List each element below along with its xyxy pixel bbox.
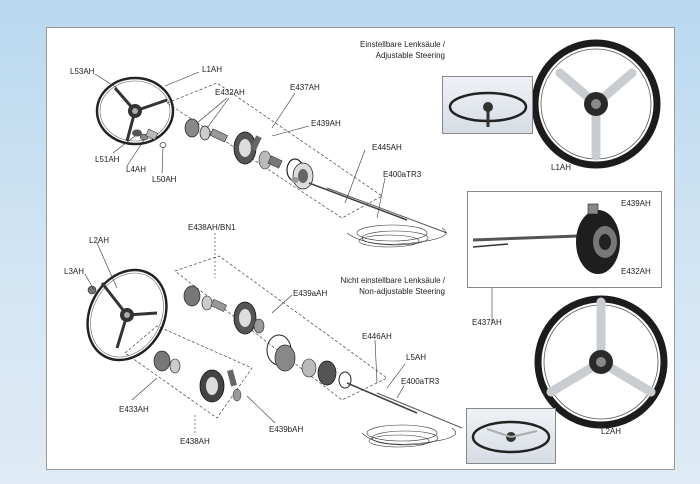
label-e446ah: E446AH — [362, 332, 392, 341]
photo-adjustable-steering — [442, 76, 533, 134]
header-adjustable-de: Einstellbare Lenksäule / — [360, 40, 445, 49]
photo-wheel-l1ah — [531, 39, 661, 169]
bottom-steering-wheel — [86, 268, 168, 362]
top-wiring-loom — [346, 224, 447, 248]
label-l2ah-left: L2AH — [89, 236, 110, 245]
adjustable-group-outline — [166, 82, 383, 219]
label-l50ah: L50AH — [152, 175, 177, 184]
top-steering-wheel — [95, 76, 175, 146]
label-e433ah: E433AH — [119, 405, 149, 414]
top-wheel-parts — [132, 128, 167, 148]
label-l1ah-top: L1AH — [202, 65, 223, 74]
label-e400atr3-bottom: E400aTR3 — [401, 377, 440, 386]
label-l51ah: L51AH — [95, 155, 120, 164]
photo-column-closeup — [467, 191, 662, 288]
label-e432ah-photo: E432AH — [621, 267, 651, 276]
label-l53ah: L53AH — [70, 67, 95, 76]
label-e400atr3-top: E400aTR3 — [383, 170, 422, 179]
label-l3ah: L3AH — [64, 267, 85, 276]
top-column-parts — [184, 118, 448, 234]
header-nonadjustable-de: Nicht einstellbare Lenksäule / — [340, 276, 445, 285]
nonadjustable-lower-outline — [124, 325, 253, 419]
label-e445ah: E445AH — [372, 143, 402, 152]
header-adjustable-en: Adjustable Steering — [375, 51, 445, 60]
photo-wheel-l2ah — [534, 295, 668, 429]
label-e437ah-top: E437AH — [290, 83, 320, 92]
header-nonadjustable-en: Non-adjustable Steering — [359, 287, 445, 296]
nonadjustable-upper-outline — [174, 255, 388, 401]
label-e438ah: E438AH — [180, 437, 210, 446]
label-e437ah-photo: E437AH — [472, 318, 502, 327]
label-l5ah: L5AH — [406, 353, 427, 362]
label-e439ah-photo: E439AH — [621, 199, 651, 208]
bottom-lower-parts — [153, 350, 242, 403]
label-l4ah: L4AH — [126, 165, 147, 174]
header-adjustable: Einstellbare Lenksäule / Adjustable Stee… — [360, 39, 445, 61]
label-e438ah-bn1: E438AH/BN1 — [188, 223, 236, 232]
diagram-sheet: Einstellbare Lenksäule / Adjustable Stee… — [46, 27, 675, 470]
label-e432ah-top: E432AH — [215, 88, 245, 97]
label-e439ah-top: E439AH — [311, 119, 341, 128]
label-l1ah-photo: L1AH — [551, 163, 572, 172]
bottom-upper-parts — [183, 285, 463, 429]
photo-nonadjustable-steering — [466, 408, 556, 464]
bottom-wiring-loom — [361, 424, 457, 448]
label-e439bah: E439bAH — [269, 425, 304, 434]
label-e439aah: E439aAH — [293, 289, 328, 298]
label-l2ah-photo: L2AH — [601, 427, 622, 436]
header-nonadjustable: Nicht einstellbare Lenksäule / Non-adjus… — [340, 275, 445, 297]
